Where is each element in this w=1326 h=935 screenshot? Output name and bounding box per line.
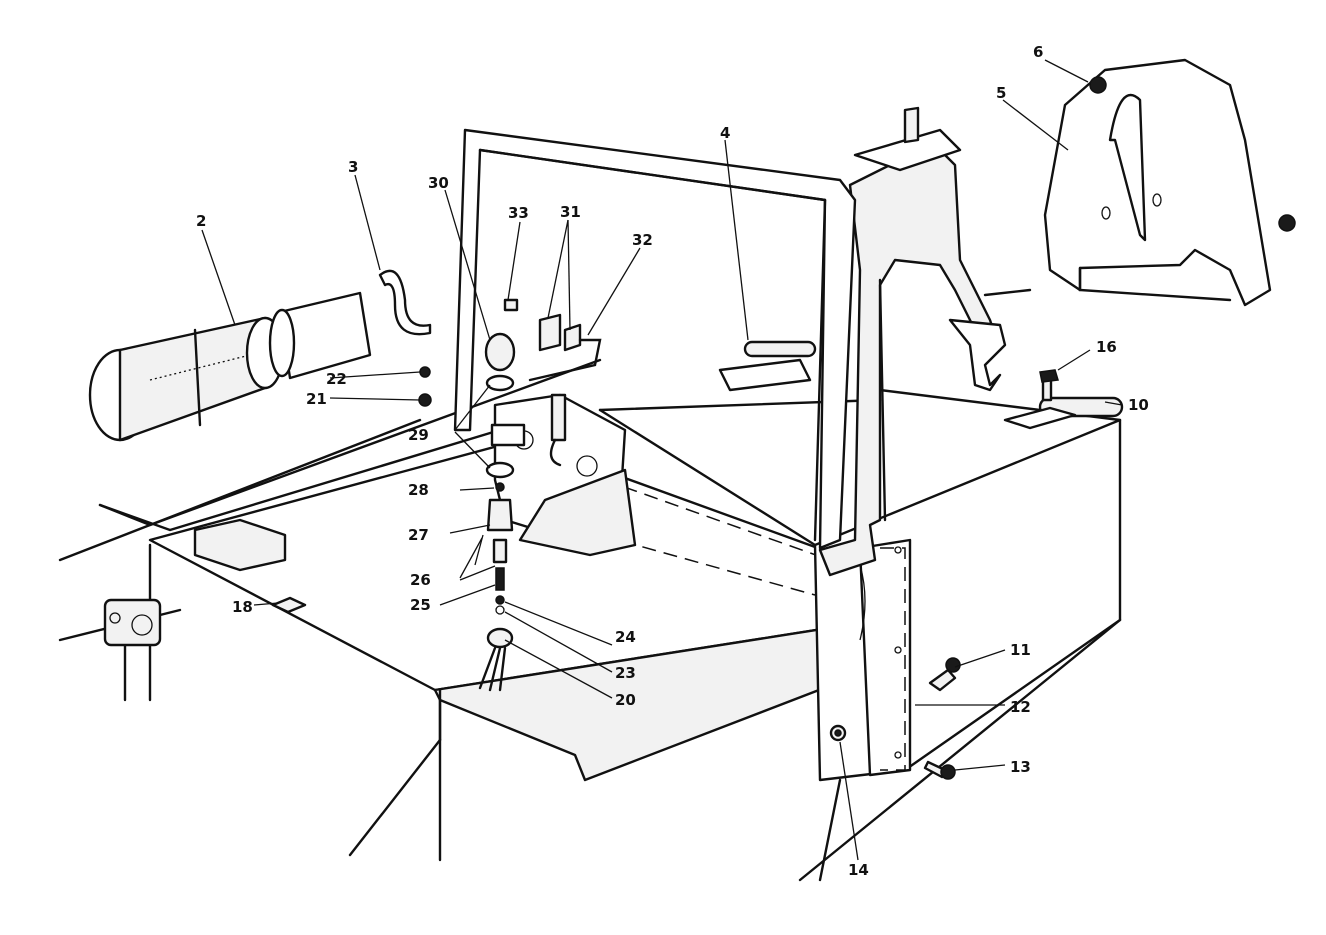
callout-3: 3 [348, 158, 358, 176]
rod-4 [718, 340, 817, 392]
callout-21: 21 [306, 390, 327, 408]
callout-18: 18 [232, 598, 253, 616]
callout-2: 2 [196, 212, 206, 230]
leader-lines [201, 59, 1123, 861]
tube-assembly [88, 269, 432, 442]
callout-5: 5 [996, 84, 1006, 102]
callout-4: 4 [720, 124, 730, 142]
callout-31: 31 [560, 203, 581, 221]
callout-10: 10 [1128, 396, 1149, 414]
callout-24: 24 [615, 628, 636, 646]
callout-20: 20 [615, 691, 636, 709]
bracket-18 [193, 518, 307, 614]
rear-frame [453, 128, 857, 550]
callout-32: 32 [632, 231, 653, 249]
callout-14: 14 [848, 861, 869, 879]
rod-10 [1003, 369, 1124, 430]
callout-27: 27 [408, 526, 429, 544]
callout-30: 30 [428, 174, 449, 192]
cover-5 [983, 58, 1296, 307]
right-hardware [829, 657, 961, 780]
callout-28: 28 [408, 481, 429, 499]
callout-labels: 2 3 4 5 6 10 11 12 13 14 16 18 20 21 22 … [196, 43, 1149, 879]
callout-26: 26 [410, 571, 431, 589]
switch-assembly [474, 298, 637, 692]
callout-12: 12 [1010, 698, 1031, 716]
callout-22: 22 [326, 370, 347, 388]
callout-33: 33 [508, 204, 529, 222]
upright-arm [818, 106, 1007, 577]
callout-16: 16 [1096, 338, 1117, 356]
callout-6: 6 [1033, 43, 1043, 61]
callout-11: 11 [1010, 641, 1031, 659]
callout-25: 25 [410, 596, 431, 614]
callout-29: 29 [408, 426, 429, 444]
callout-23: 23 [615, 664, 636, 682]
callout-13: 13 [1010, 758, 1031, 776]
